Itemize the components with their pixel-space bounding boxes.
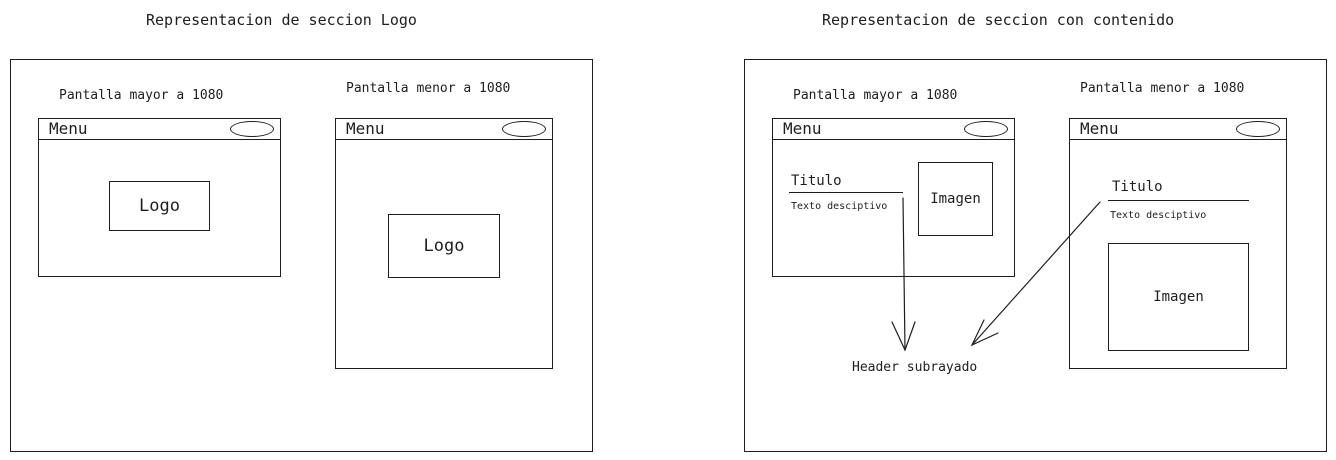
image-label: Imagen (1153, 289, 1204, 305)
heading-text: Titulo (1112, 179, 1163, 195)
large-screen-mockup: Menu (38, 118, 281, 277)
menu-oval-icon (230, 121, 274, 137)
logo-label: Logo (423, 236, 465, 256)
menu-label[interactable]: Menu (49, 119, 88, 138)
arrowhead (891, 321, 916, 352)
right-section-title: Representacion de seccion con contenido (822, 11, 1175, 29)
image-placeholder: Imagen (918, 162, 993, 236)
description-text: Texto desciptivo (1110, 210, 1207, 221)
logo-placeholder: Logo (109, 181, 210, 231)
menu-label[interactable]: Menu (1080, 119, 1119, 138)
small-screen-mockup: Menu (1069, 118, 1287, 369)
left-section-frame (10, 59, 593, 452)
large-screen-caption: Pantalla mayor a 1080 (59, 88, 224, 103)
logo-placeholder: Logo (388, 214, 500, 278)
menu-oval-icon (964, 121, 1008, 137)
menu-oval-icon (1236, 121, 1280, 137)
description-text: Texto desciptivo (791, 201, 888, 212)
menu-label[interactable]: Menu (346, 119, 385, 138)
heading-underline (789, 192, 903, 193)
arrow-line (902, 197, 906, 351)
heading-text: Titulo (791, 173, 842, 189)
large-screen-caption: Pantalla mayor a 1080 (793, 88, 958, 103)
menu-bar: Menu (39, 119, 280, 140)
left-section-title: Representacion de seccion Logo (146, 11, 417, 29)
menu-bar: Menu (336, 119, 552, 140)
menu-label[interactable]: Menu (783, 119, 822, 138)
menu-bar: Menu (773, 119, 1014, 140)
right-section-frame (744, 59, 1327, 452)
arrow-line (971, 201, 1101, 346)
large-screen-mockup: Menu (772, 118, 1015, 277)
menu-oval-icon (502, 121, 546, 137)
menu-bar: Menu (1070, 119, 1286, 140)
small-screen-caption: Pantalla menor a 1080 (1080, 81, 1245, 96)
image-placeholder: Imagen (1108, 243, 1249, 351)
logo-label: Logo (139, 196, 180, 216)
small-screen-mockup: Menu (335, 118, 553, 369)
arrowhead (970, 319, 999, 347)
image-label: Imagen (930, 191, 981, 207)
annotation-label: Header subrayado (852, 360, 978, 375)
small-screen-caption: Pantalla menor a 1080 (346, 81, 511, 96)
heading-underline (1108, 200, 1249, 201)
